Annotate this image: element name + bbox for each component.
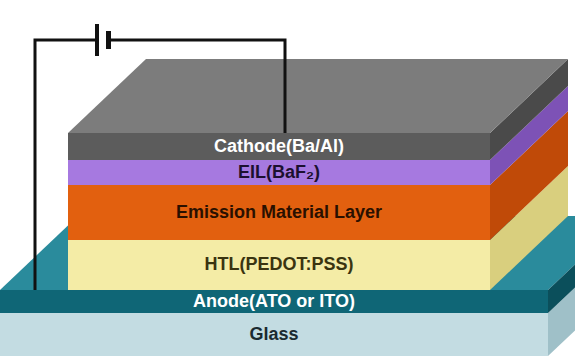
layer-label: EIL(BaF₂) bbox=[238, 163, 320, 183]
layer-label: Emission Material Layer bbox=[176, 203, 382, 223]
battery-long-plate bbox=[95, 24, 99, 56]
battery-gap bbox=[98, 36, 107, 44]
layer-label: HTL(PEDOT:PSS) bbox=[204, 255, 353, 275]
htl-front bbox=[68, 240, 490, 290]
layer-label: Glass bbox=[249, 325, 298, 345]
layer-box: EIL(BaF₂) bbox=[68, 160, 490, 185]
layer-label: Cathode(Ba/Al) bbox=[214, 137, 344, 157]
cathode-front bbox=[68, 133, 490, 160]
glass-front bbox=[0, 313, 548, 356]
anode-front bbox=[0, 290, 548, 313]
cathode-top bbox=[68, 59, 568, 133]
layer-box: HTL(PEDOT:PSS) bbox=[68, 240, 490, 290]
eml-front bbox=[68, 185, 490, 240]
layer-label: Anode(ATO or ITO) bbox=[193, 292, 355, 312]
layer-box: Emission Material Layer bbox=[68, 185, 490, 240]
layer-box: Cathode(Ba/Al) bbox=[68, 133, 490, 160]
eil-front bbox=[68, 160, 490, 185]
layer-box: Glass bbox=[0, 313, 548, 356]
layer-box: Anode(ATO or ITO) bbox=[0, 290, 548, 313]
battery-short-plate bbox=[106, 31, 111, 49]
